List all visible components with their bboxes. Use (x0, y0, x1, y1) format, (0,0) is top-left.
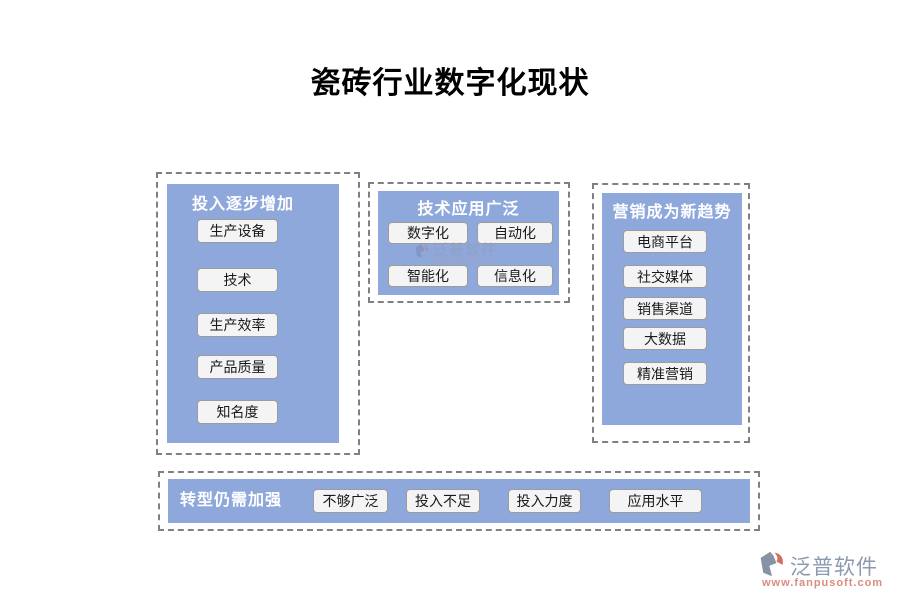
panel-investment: 投入逐步增加 生产设备 技术 生产效率 产品质量 知名度 (156, 172, 360, 455)
watermark-url-text: www.fanpusoft.com (433, 258, 494, 264)
panel-marketing-header: 营销成为新趋势 (612, 204, 732, 221)
page-title: 瓷砖行业数字化现状 (310, 66, 590, 101)
investment-item: 生产效率 (197, 313, 278, 337)
panel-transformation: 转型仍需加强 不够广泛 投入不足 投入力度 应用水平 (158, 471, 760, 531)
watermark-center: 泛普软件 www.fanpusoft.com (414, 243, 497, 264)
marketing-item: 销售渠道 (623, 297, 707, 320)
watermark-url-text: www.fanpusoft.com (762, 577, 884, 589)
investment-item: 生产设备 (197, 219, 278, 243)
technology-item: 自动化 (477, 222, 553, 244)
marketing-item: 电商平台 (623, 230, 707, 253)
investment-item: 产品质量 (197, 355, 278, 379)
transformation-item: 投入力度 (508, 489, 581, 513)
fanpu-logo-icon (415, 244, 429, 258)
panel-technology-header: 技术应用广泛 (417, 201, 520, 218)
watermark-brand-text: 泛普软件 (790, 556, 878, 579)
fanpu-logo-icon (760, 551, 783, 577)
marketing-item: 社交媒体 (623, 265, 707, 288)
marketing-item: 精准营销 (623, 362, 707, 385)
panel-transformation-header: 转型仍需加强 (180, 492, 283, 509)
panel-technology-body: 技术应用广泛 数字化 自动化 智能化 信息化 泛普软件 www.fanpusof… (378, 191, 559, 295)
technology-item: 信息化 (477, 265, 553, 287)
panel-marketing-body: 营销成为新趋势 电商平台 社交媒体 销售渠道 大数据 精准营销 (602, 193, 742, 425)
transformation-item: 不够广泛 (313, 489, 388, 513)
panel-transformation-body: 转型仍需加强 不够广泛 投入不足 投入力度 应用水平 (168, 479, 750, 523)
panel-marketing: 营销成为新趋势 电商平台 社交媒体 销售渠道 大数据 精准营销 (592, 183, 750, 443)
investment-item: 技术 (197, 268, 278, 292)
marketing-item: 大数据 (623, 327, 707, 350)
investment-item: 知名度 (197, 400, 278, 424)
panel-technology: 技术应用广泛 数字化 自动化 智能化 信息化 泛普软件 www.fanpusof… (368, 182, 570, 303)
transformation-item: 应用水平 (609, 489, 702, 513)
panel-investment-header: 投入逐步增加 (191, 196, 294, 213)
panel-investment-body: 投入逐步增加 生产设备 技术 生产效率 产品质量 知名度 (167, 184, 339, 443)
watermark-bottom-right: 泛普软件 www.fanpusoft.com (756, 548, 900, 594)
technology-item: 智能化 (388, 265, 468, 287)
watermark-brand-text: 泛普软件 (433, 242, 498, 259)
technology-item: 数字化 (388, 222, 468, 244)
transformation-item: 投入不足 (406, 489, 480, 513)
